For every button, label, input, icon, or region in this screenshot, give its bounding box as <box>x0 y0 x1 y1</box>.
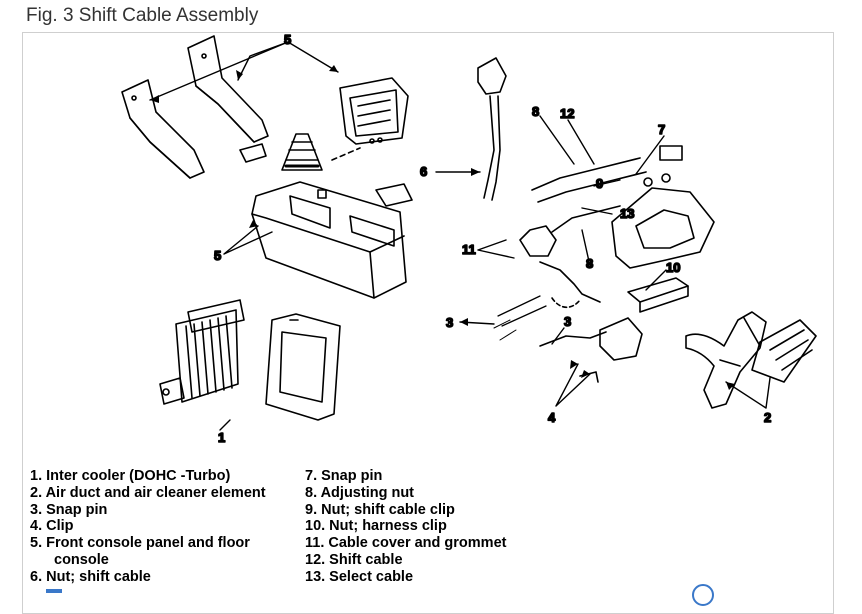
cable-routing <box>493 157 647 347</box>
callout-3-left: 3 <box>446 315 453 330</box>
legend-item-12: 12. Shift cable <box>305 551 403 568</box>
callout-13: 13 <box>620 206 634 221</box>
legend-item-10: 10. Nut; harness clip <box>305 518 447 535</box>
console-side-panel-right <box>187 35 269 143</box>
legend-item-4: 4. Clip <box>30 518 74 535</box>
callout-9: 9 <box>596 176 603 191</box>
legend-item-5-continued: console <box>54 551 109 568</box>
callout-8-bottom: 8 <box>586 256 593 271</box>
shift-bracket-assembly <box>611 145 715 269</box>
callout-5-console: 5 <box>214 248 221 263</box>
inter-cooler <box>159 299 245 405</box>
callout-7: 7 <box>658 122 665 137</box>
exploded-view-drawing: 5 5 6 8 12 7 9 13 11 8 10 3 3 4 2 1 <box>121 31 817 446</box>
toolbar-icon[interactable] <box>46 589 62 593</box>
figure-frame <box>22 32 834 614</box>
cable-clip-bracket <box>579 317 643 383</box>
legend-item-13: 13. Select cable <box>305 568 414 585</box>
legend-item-11: 11. Cable cover and grommet <box>305 535 507 552</box>
callout-8-top: 8 <box>532 104 539 119</box>
console-side-panel-left <box>121 79 205 179</box>
figure-title: Fig. 3 Shift Cable Assembly <box>26 5 259 26</box>
legend-item-9: 9. Nut; shift cable clip <box>305 501 455 518</box>
legend-item-5: 5. Front console panel and floor <box>30 535 250 552</box>
legend-item-2: 2. Air duct and air cleaner element <box>30 484 266 501</box>
legend-right-column: 7. Snap pin 8. Adjusting nut 9. Nut; shi… <box>305 468 506 586</box>
callout-6: 6 <box>420 164 427 179</box>
harness-clip-bracket <box>627 277 689 313</box>
floor-console <box>251 181 413 299</box>
legend-item-3: 3. Snap pin <box>30 501 108 518</box>
callout-4: 4 <box>548 410 556 425</box>
air-duct <box>685 311 767 409</box>
leader-lines <box>149 41 771 431</box>
arrowheads <box>150 65 735 390</box>
zoom-icon[interactable] <box>692 584 714 606</box>
air-cleaner-element <box>751 319 817 383</box>
legend-item-7: 7. Snap pin <box>305 468 383 484</box>
console-clip-part <box>239 143 267 163</box>
legend-item-8: 8. Adjusting nut <box>305 484 415 501</box>
callout-5-top: 5 <box>284 32 291 47</box>
callout-12: 12 <box>560 106 574 121</box>
callout-3-right: 3 <box>564 314 571 329</box>
legend-item-1: 1. Inter cooler (DOHC -Turbo) <box>30 468 231 484</box>
legend-left-column: 1. Inter cooler (DOHC -Turbo) 2. Air duc… <box>30 468 266 586</box>
callout-11: 11 <box>462 242 476 257</box>
console-rear-panel <box>339 77 409 145</box>
shift-lever <box>477 57 507 201</box>
legend-item-6: 6. Nut; shift cable <box>30 568 151 585</box>
shift-boot <box>281 133 323 171</box>
callout-10: 10 <box>666 260 680 275</box>
callout-1: 1 <box>218 430 225 445</box>
callout-2: 2 <box>764 410 771 425</box>
leader-line <box>331 147 361 161</box>
air-duct-cover <box>265 313 341 421</box>
